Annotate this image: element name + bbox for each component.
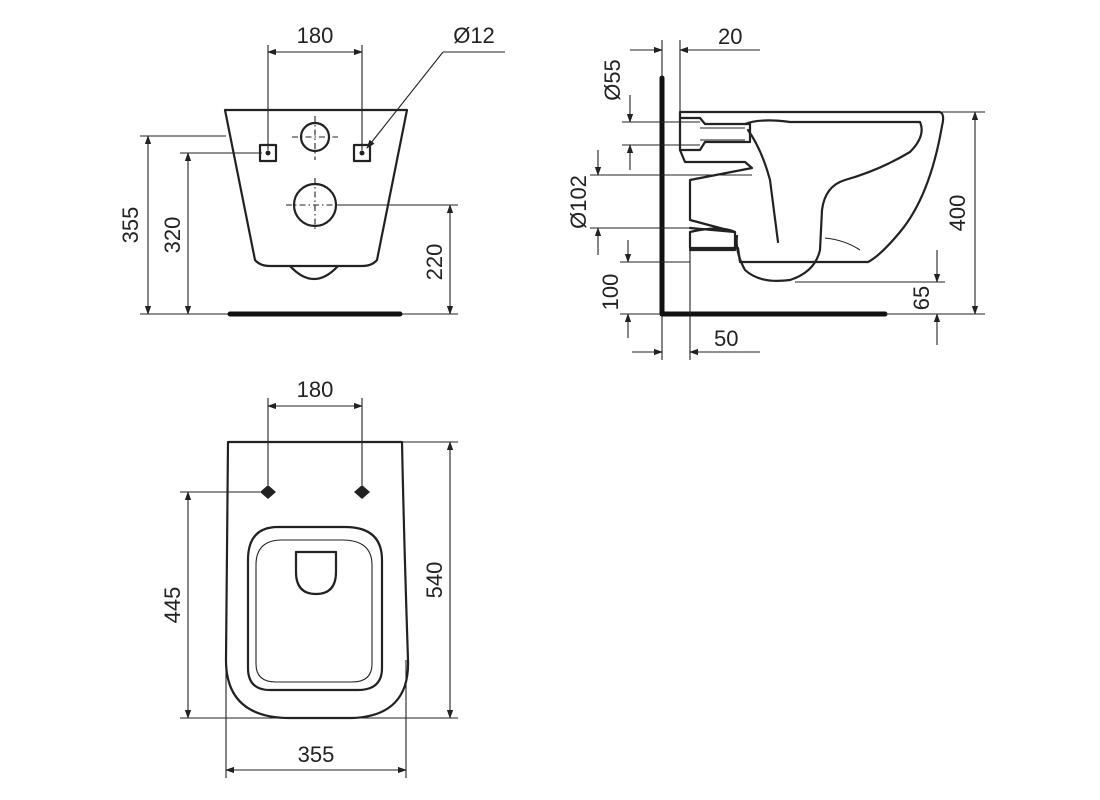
- front-bowl-outline: [223, 108, 409, 268]
- front-dim-total-height: 355: [118, 207, 143, 244]
- top-view: 180 445 540 355: [160, 377, 458, 778]
- side-trap-channel: [746, 128, 780, 244]
- top-dim-overall-width: 355: [298, 742, 335, 767]
- side-dim-bottom-height: 100: [598, 274, 623, 311]
- front-view: 180 Ø12 355 320 220: [118, 23, 505, 317]
- top-rim-outline: [246, 525, 384, 692]
- top-dim-hole-spacing: 180: [297, 377, 334, 402]
- top-outlet-shape: [294, 550, 338, 596]
- front-dim-outlet-height: 220: [422, 244, 447, 281]
- top-bowl-inner: [255, 539, 373, 683]
- side-inlet-block: [678, 116, 752, 152]
- side-dim-inlet-diameter: Ø55: [600, 59, 625, 101]
- front-dim-bolt-height: 320: [160, 217, 185, 254]
- side-bowl-outline: [678, 110, 945, 264]
- front-outlet-bulge: [288, 264, 340, 281]
- side-dim-wall-offset: 50: [714, 326, 738, 351]
- top-dim-overall-length: 540: [422, 562, 447, 599]
- side-dim-overall-height: 400: [945, 195, 970, 232]
- top-bolt-hole-right: [354, 485, 370, 499]
- front-dim-bolt-diameter: Ø12: [453, 23, 495, 48]
- front-dim-hole-spacing: 180: [297, 23, 334, 48]
- side-bowl-cavity: [735, 119, 923, 282]
- side-dim-outlet-diameter: Ø102: [566, 175, 591, 229]
- side-outlet-stub: [688, 226, 737, 252]
- side-view: 20 Ø55 Ø102 100 400 65 50: [566, 24, 985, 360]
- top-dim-bolt-depth: 445: [160, 587, 185, 624]
- side-dim-floor-gap: 65: [909, 286, 934, 310]
- top-outline: [224, 440, 410, 720]
- side-dim-top-offset: 20: [718, 24, 742, 49]
- top-bolt-hole-left: [260, 485, 276, 499]
